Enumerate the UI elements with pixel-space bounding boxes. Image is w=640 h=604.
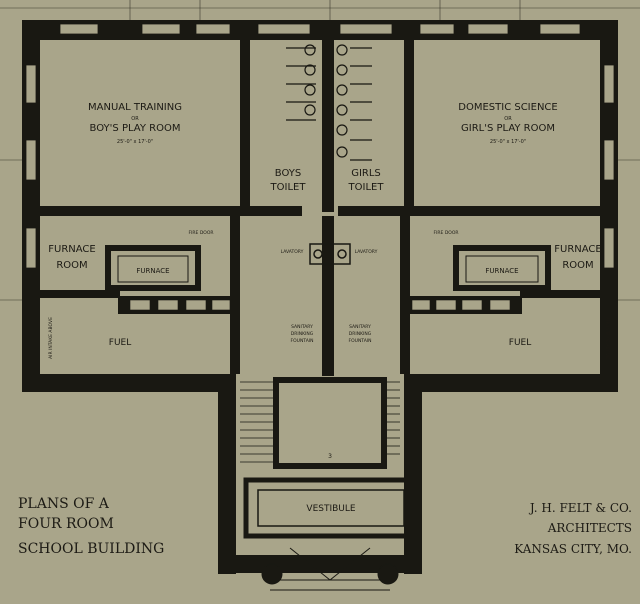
fountain-right-label-2: DRINKING (349, 331, 372, 337)
boys-toilet-label-2: TOILET (270, 182, 307, 193)
fire-door-left-label: FIRE DOOR (189, 230, 214, 236)
fuel-bins (129, 299, 511, 311)
lavatory-right-label: LAVATORY (355, 249, 378, 255)
stair-mark: 3 (328, 453, 332, 460)
stairs (240, 381, 400, 463)
architect-line-1: J. H. FELT & CO. (528, 501, 632, 515)
furnace-room-left-label-2: ROOM (56, 260, 87, 271)
manual-training-dims: 25'-0" x 17'-0" (117, 139, 153, 145)
furnace-right-label: FURNACE (485, 267, 518, 275)
entry (261, 547, 399, 591)
furnace-room-right-label-2: ROOM (562, 260, 593, 271)
stair-well (273, 377, 387, 469)
manual-training-label: MANUAL TRAINING (88, 102, 182, 113)
fountain-left-label-1: SANITARY (291, 324, 313, 330)
boys-toilet-label-1: BOYS (275, 168, 301, 179)
domestic-science-or: OR (504, 116, 512, 122)
domestic-science-label: DOMESTIC SCIENCE (458, 102, 557, 113)
fuel-left-label: FUEL (109, 338, 131, 348)
fire-door-right-label: FIRE DOOR (434, 230, 459, 236)
fuel-right-label: FUEL (509, 338, 531, 348)
fountain-left-label-2: DRINKING (291, 331, 314, 337)
vestibule-label: VESTIBULE (306, 504, 355, 514)
architect-line-3: KANSAS CITY, MO. (514, 542, 632, 556)
manual-training-or: OR (131, 116, 139, 122)
girls-play-room-label: GIRL'S PLAY ROOM (461, 123, 555, 134)
furnace-boxes (105, 245, 551, 291)
top-windows (59, 23, 581, 35)
girls-toilet-label-1: GIRLS (351, 168, 381, 179)
air-intake-left-label: AIR INTAKE ABOVE (48, 317, 54, 359)
fountain-right-label-1: SANITARY (349, 324, 371, 330)
title-line-2: FOUR ROOM (18, 516, 114, 532)
air-intake-right-label: AIR INTAKE ABOVE (604, 317, 610, 359)
fountain-left-label-3: FOUNTAIN (291, 338, 314, 344)
title-line-1: PLANS OF A (18, 496, 110, 512)
dimension-lines (0, 0, 640, 301)
domestic-science-dims: 25'-0" x 17'-0" (490, 139, 526, 145)
side-windows (25, 64, 615, 269)
toilet-fixtures (286, 44, 372, 161)
girls-toilet-label-2: TOILET (348, 182, 385, 193)
boys-play-room-label: BOY'S PLAY ROOM (90, 123, 181, 134)
architect-line-2: ARCHITECTS (547, 521, 632, 535)
vestibule (243, 477, 419, 539)
lavatory-left-label: LAVATORY (281, 249, 304, 255)
furnace-room-right-label-1: FURNACE (554, 244, 601, 255)
furnace-room-left-label-1: FURNACE (48, 244, 95, 255)
lavatory-fixture (309, 243, 351, 265)
title-line-3: SCHOOL BUILDING (18, 541, 164, 557)
furnace-left-label: FURNACE (136, 267, 169, 275)
fountain-right-label-3: FOUNTAIN (349, 338, 372, 344)
